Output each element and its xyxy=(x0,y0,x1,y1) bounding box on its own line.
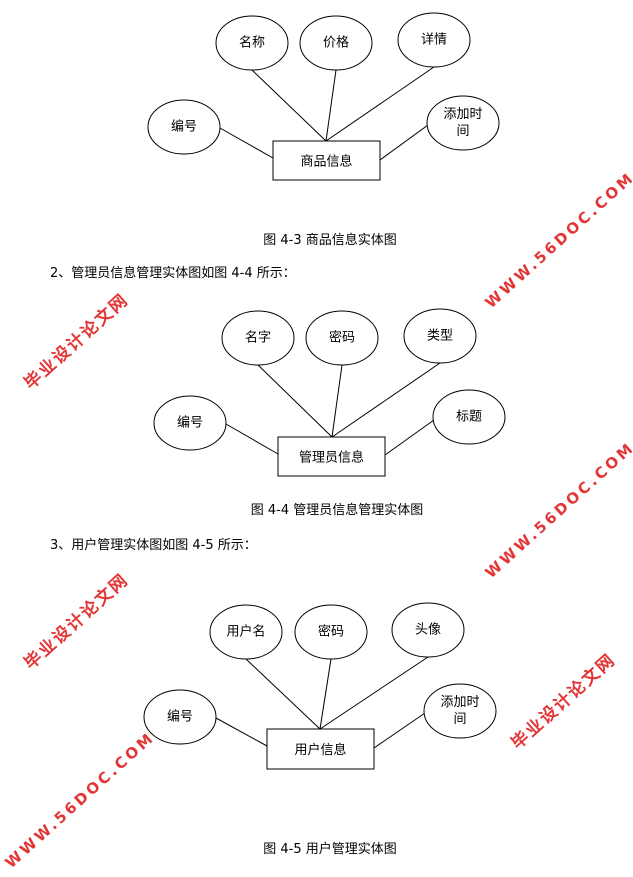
attribute-label: 详情 xyxy=(420,32,447,48)
caption-fig-4-5: 图 4-5 用户管理实体图 xyxy=(263,842,397,857)
attribute-label: 密码 xyxy=(317,624,344,640)
entity-label: 管理员信息 xyxy=(299,450,364,466)
attribute-ellipse xyxy=(294,604,368,660)
attribute-label: 密码 xyxy=(328,330,355,346)
attribute-label: 用户名 xyxy=(226,624,266,640)
attribute-ellipse xyxy=(432,389,506,445)
attribute-ellipse xyxy=(426,95,500,151)
attribute-label: 头像 xyxy=(414,622,441,638)
attribute-ellipse xyxy=(215,15,289,71)
entity-label: 商品信息 xyxy=(300,154,352,170)
attribute-label: 价格 xyxy=(322,35,349,51)
attribute-ellipse xyxy=(403,308,477,364)
relation-line xyxy=(219,127,274,159)
attribute-label: 编号 xyxy=(176,415,203,431)
paragraph-user: 3、用户管理实体图如图 4-5 所示： xyxy=(50,538,257,553)
relation-line xyxy=(325,69,337,142)
attribute-ellipse xyxy=(397,12,471,68)
relation-line xyxy=(325,66,435,142)
attribute-label: 标题 xyxy=(455,409,482,425)
attribute-label: 名称 xyxy=(238,35,265,51)
attribute-label: 添加时间 xyxy=(440,695,480,727)
relation-line xyxy=(319,658,332,730)
relation-line xyxy=(257,364,333,438)
relation-line xyxy=(331,362,441,438)
relation-line xyxy=(373,712,426,749)
entity-box xyxy=(277,436,386,477)
relation-line xyxy=(251,69,327,142)
relation-line xyxy=(319,656,429,730)
er-diagram: 用户信息 xyxy=(143,602,497,770)
attribute-ellipse xyxy=(391,602,465,658)
attribute-ellipse xyxy=(299,15,373,71)
relation-line xyxy=(225,423,279,455)
attribute-ellipse xyxy=(423,683,497,739)
attribute-ellipse xyxy=(221,310,295,366)
relation-line xyxy=(379,124,429,161)
attribute-ellipse xyxy=(153,395,227,451)
caption-fig-4-4: 图 4-4 管理员信息管理实体图 xyxy=(250,503,424,518)
attribute-ellipse xyxy=(147,99,221,155)
entity-box xyxy=(266,728,375,770)
caption-fig-4-3: 图 4-3 商品信息实体图 xyxy=(263,233,397,248)
attribute-label: 添加时间 xyxy=(443,107,483,139)
attribute-label: 名字 xyxy=(244,330,271,346)
relation-line xyxy=(384,419,435,456)
relation-line xyxy=(215,717,268,747)
attribute-label: 类型 xyxy=(426,328,453,344)
attribute-label: 编号 xyxy=(170,119,197,135)
entity-box xyxy=(272,140,381,181)
paragraph-admin: 2、管理员信息管理实体图如图 4-4 所示： xyxy=(50,266,296,281)
relation-line xyxy=(245,658,321,730)
er-diagram: 商品信息 xyxy=(147,12,500,181)
attribute-ellipse xyxy=(209,604,283,660)
relation-line xyxy=(331,364,343,438)
attribute-ellipse xyxy=(305,310,379,366)
entity-label: 用户信息 xyxy=(294,742,346,758)
attribute-label: 编号 xyxy=(166,709,193,725)
er-diagram: 管理员信息 xyxy=(153,308,506,477)
attribute-ellipse xyxy=(143,689,217,745)
